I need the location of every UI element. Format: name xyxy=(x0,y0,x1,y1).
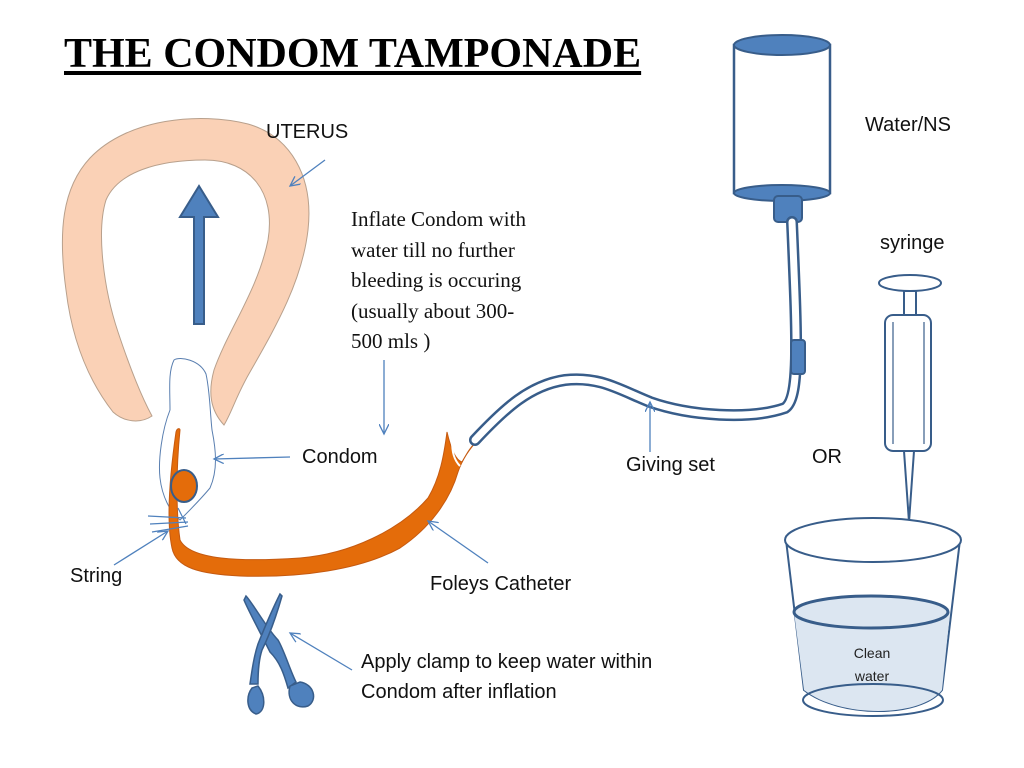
string-label: String xyxy=(70,565,123,587)
page-title: THE CONDOM TAMPONADE xyxy=(64,31,642,77)
clamp-note: Apply clamp to keep water within Condom … xyxy=(361,647,652,707)
cup-rim xyxy=(784,517,962,563)
water-bag-top xyxy=(733,34,831,56)
clamp-pointer-arrow xyxy=(290,633,353,671)
catheter-split xyxy=(451,439,461,467)
condom-label: Condom xyxy=(302,446,378,468)
condom-tie xyxy=(170,469,198,503)
syringe-label: syringe xyxy=(880,232,945,254)
cup-water-surface xyxy=(792,594,950,630)
condom-pointer-arrow xyxy=(214,457,291,459)
clamp-handle-left xyxy=(247,685,265,715)
instruction-line: 500 mls ) xyxy=(351,329,431,353)
syringe-plunger-cap xyxy=(878,274,942,292)
uterus-pointer-arrow xyxy=(290,159,326,186)
instruction-line: bleeding is occuring xyxy=(351,268,522,292)
foley-pointer-arrow xyxy=(428,521,489,564)
uterus-label: UTERUS xyxy=(266,121,349,143)
giving-set-label: Giving set xyxy=(626,454,715,476)
clamp-note-line: Condom after inflation xyxy=(361,681,557,703)
string-pointer-arrow xyxy=(113,531,168,566)
or-label: OR xyxy=(812,446,842,468)
uterus-shape xyxy=(61,117,310,426)
clamp-arm-right xyxy=(249,592,283,685)
clean-water-label: Clean water xyxy=(842,642,902,688)
clean-water-line: water xyxy=(854,668,890,684)
syringe-barrel xyxy=(884,314,932,452)
clamp-handle-right xyxy=(288,681,315,708)
cup-base xyxy=(802,683,944,717)
string xyxy=(147,507,189,533)
up-arrow-icon xyxy=(178,184,220,325)
giving-set-clamp xyxy=(790,339,806,375)
clean-water-line: Clean xyxy=(853,645,891,661)
instruction-line: Inflate Condom with xyxy=(351,207,526,231)
water-ns-label: Water/NS xyxy=(865,114,951,136)
clamp-note-line: Apply clamp to keep water within xyxy=(361,651,653,673)
instruction-line: water till no further xyxy=(351,237,515,262)
instruction-line: (usually about 300- xyxy=(351,298,515,323)
syringe-needle xyxy=(903,450,915,523)
instruction-text: Inflate Condom with water till no furthe… xyxy=(351,204,526,357)
foleys-catheter-label: Foleys Catheter xyxy=(430,573,572,595)
water-bag-body xyxy=(732,43,832,195)
